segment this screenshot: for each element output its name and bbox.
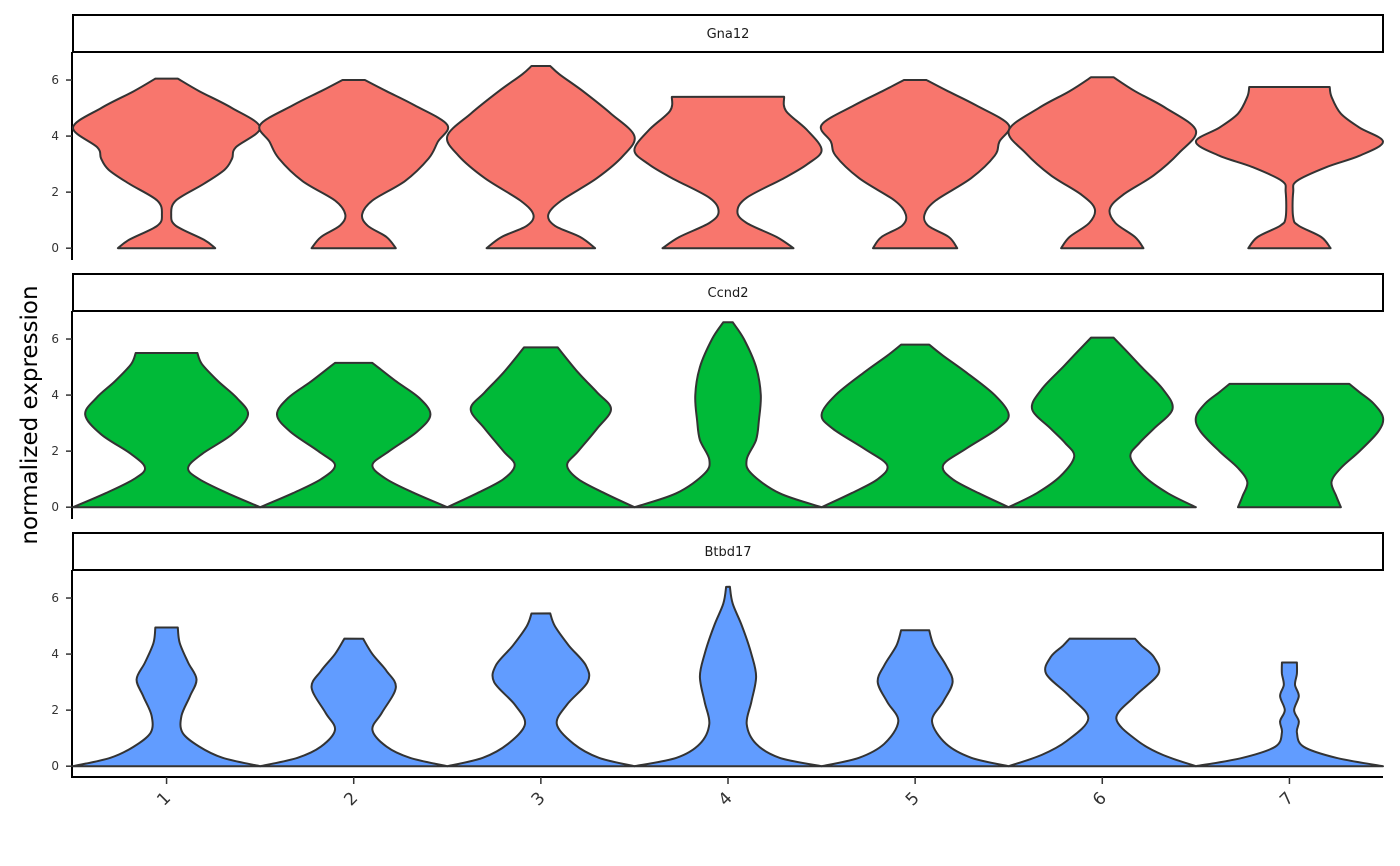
- y-tick-label: 0: [51, 500, 59, 514]
- violin-btbd17-3: [446, 612, 636, 768]
- strip-box: [72, 273, 1384, 312]
- violin-btbd17-2: [259, 637, 449, 768]
- violin-btbd17-5: [820, 629, 1010, 768]
- violin-gna12-3: [445, 65, 636, 250]
- violin-btbd17-1: [72, 626, 262, 768]
- violin-ccnd2-4: [633, 321, 823, 509]
- strip-label: Ccnd2: [708, 286, 749, 301]
- y-tick-label: 6: [51, 332, 59, 346]
- violin-ccnd2-5: [820, 343, 1010, 509]
- y-tick-label: 2: [51, 703, 59, 717]
- violin-btbd17-4: [633, 585, 823, 768]
- violin-ccnd2-7: [1194, 382, 1385, 509]
- strip-box: [72, 532, 1384, 571]
- violin-ccnd2-3: [446, 346, 636, 509]
- violin-gna12-6: [1007, 76, 1198, 250]
- y-tick-label: 0: [51, 241, 59, 255]
- x-tick-label: 1: [153, 788, 175, 810]
- y-tick-label: 0: [51, 759, 59, 773]
- y-tick-label: 2: [51, 444, 59, 458]
- x-tick-label: 2: [340, 788, 362, 810]
- x-tick-label: 6: [1089, 788, 1111, 810]
- panel-ccnd2: Ccnd2 0 2 4 6: [51, 273, 1385, 519]
- x-tick-label: 5: [902, 788, 924, 810]
- x-tick-label: 4: [715, 788, 737, 810]
- strip-label: Btbd17: [704, 545, 751, 560]
- panel-gna12: Gna12 0 2 4 6: [51, 14, 1384, 260]
- violin-ccnd2-2: [259, 361, 449, 509]
- violin-btbd17-7: [1194, 661, 1384, 768]
- x-axis: 1 2 3 4 5 6 7: [71, 776, 1383, 810]
- violin-ccnd2-1: [72, 352, 262, 509]
- strip-box: [72, 14, 1384, 53]
- y-tick-label: 6: [51, 591, 59, 605]
- strip-label: Gna12: [707, 27, 750, 42]
- y-tick-label: 2: [51, 185, 59, 199]
- violin-btbd17-6: [1007, 637, 1197, 768]
- violin-gna12-1: [72, 77, 262, 250]
- violin-gna12-5: [819, 79, 1011, 250]
- y-tick-label: 4: [51, 647, 59, 661]
- violin-gna12-7: [1194, 86, 1384, 250]
- violin-gna12-4: [633, 95, 823, 250]
- panel-btbd17: Btbd17 0 2 4 6: [51, 532, 1384, 778]
- x-tick-label: 7: [1276, 788, 1298, 810]
- violin-gna12-2: [258, 79, 450, 250]
- violin-ccnd2-6: [1007, 336, 1197, 509]
- y-tick-label: 4: [51, 388, 59, 402]
- y-tick-label: 4: [51, 129, 59, 143]
- y-tick-label: 6: [51, 73, 59, 87]
- y-axis-label: normalized expression: [17, 285, 43, 544]
- x-tick-label: 3: [528, 788, 550, 810]
